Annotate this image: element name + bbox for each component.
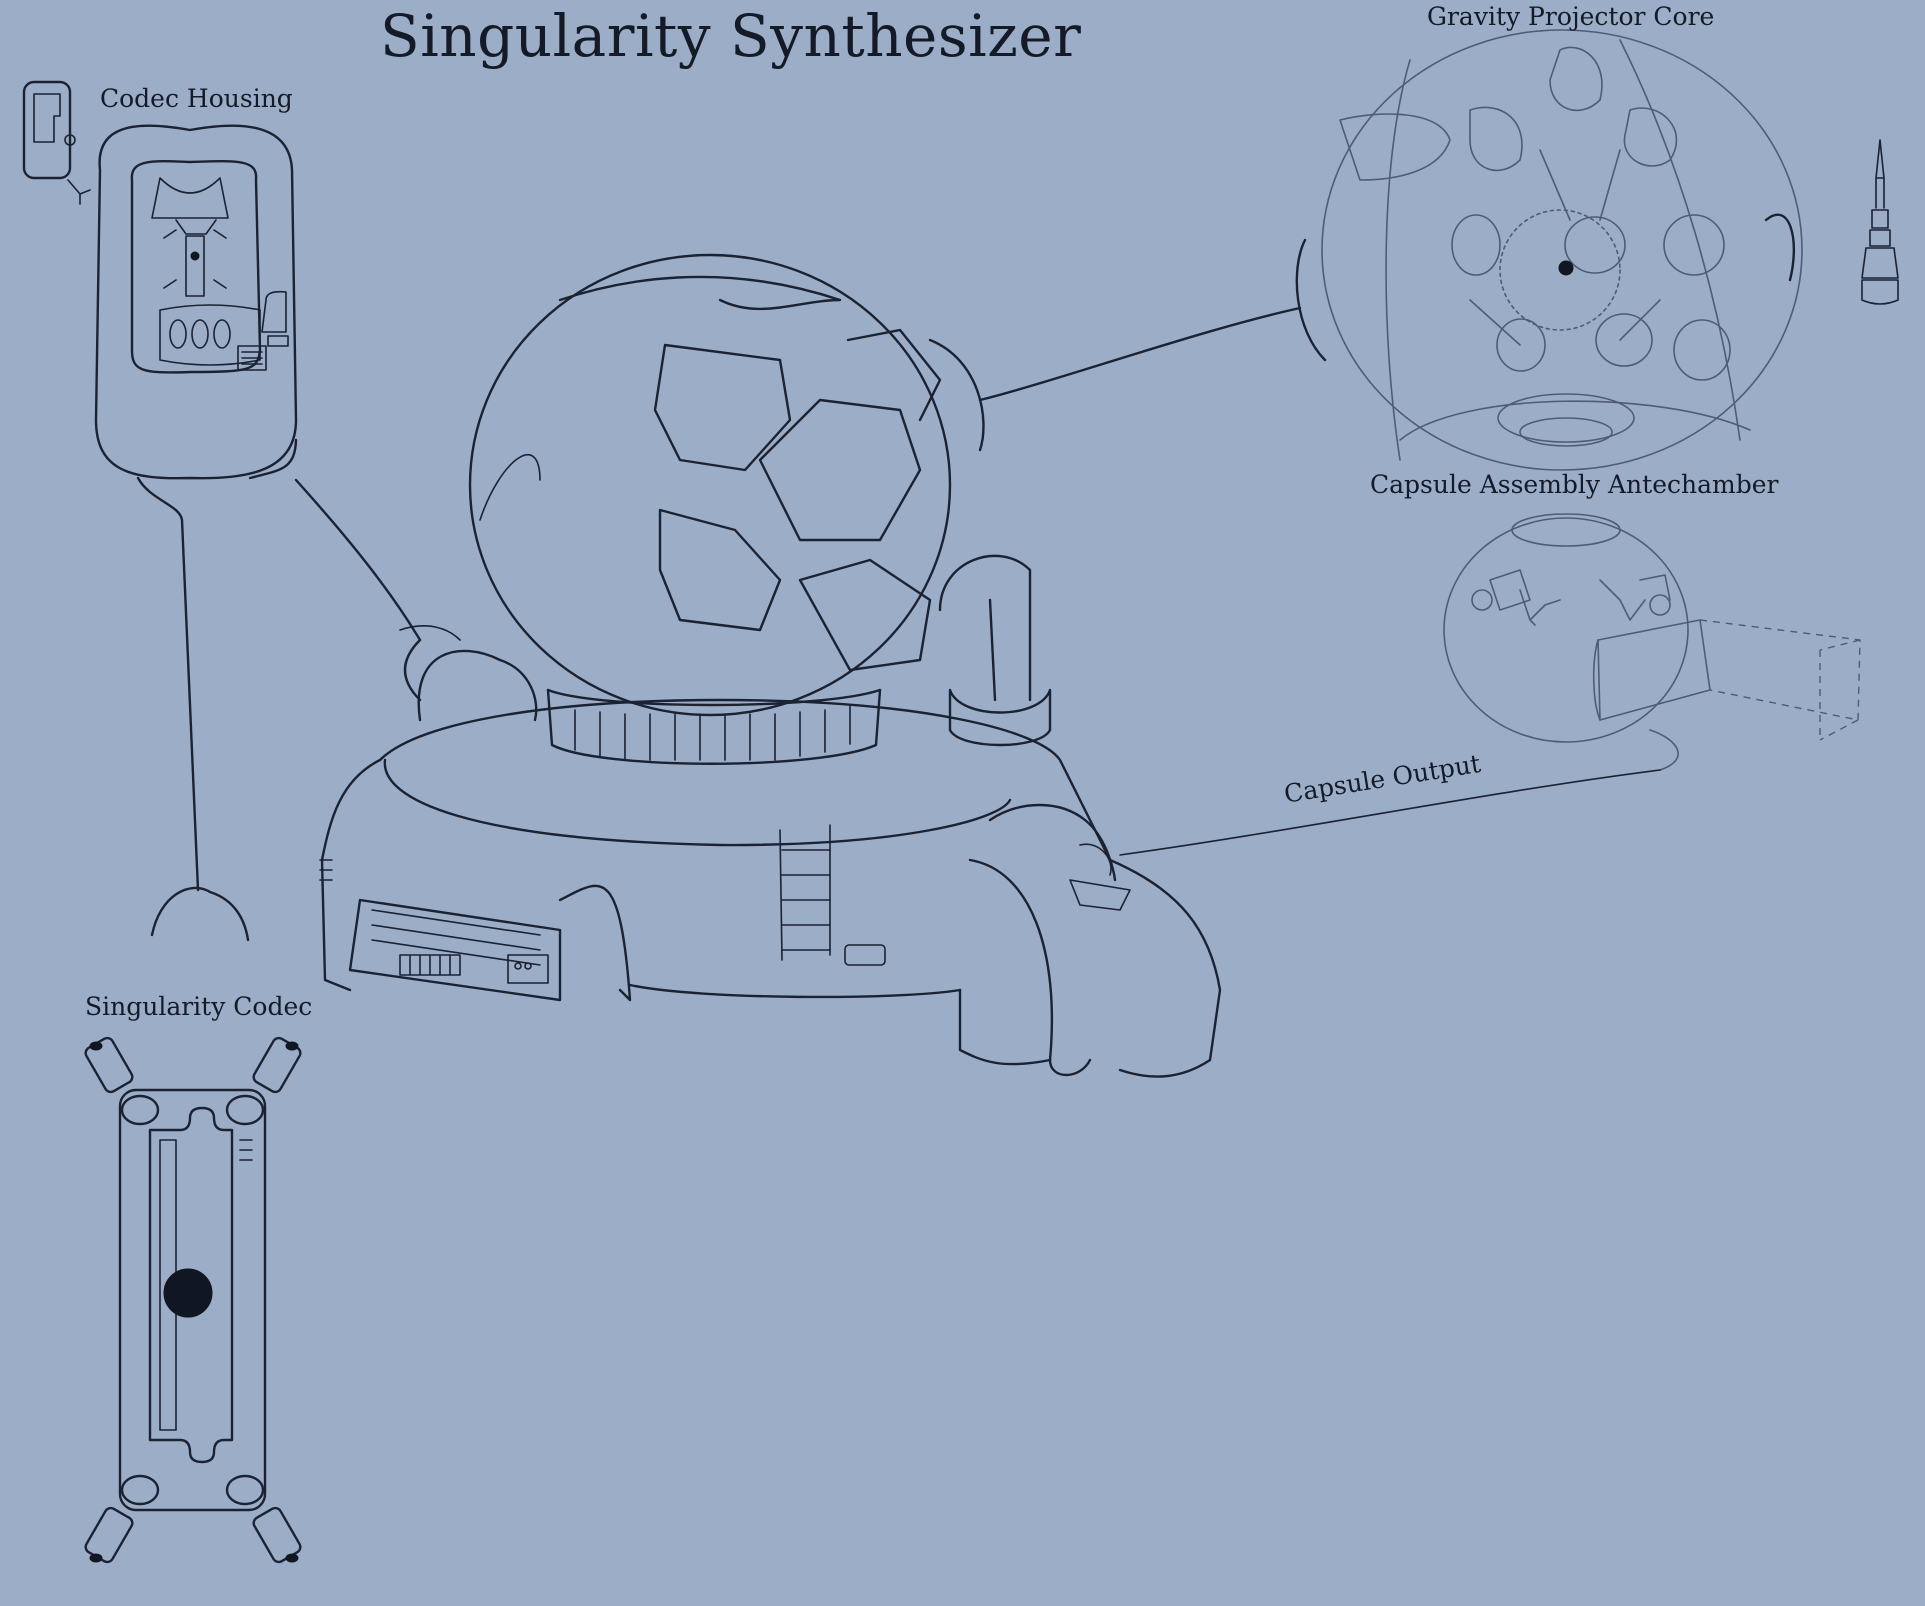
label-codec-housing: Codec Housing [100,84,293,113]
gravity-projector-core-drawing [1295,29,1803,471]
codec-housing-small-icon [22,80,91,205]
capsule-output-pointer [1119,769,1661,856]
label-capsule-assembly-antechamber: Capsule Assembly Antechamber [1370,470,1779,499]
label-gravity-projector-core: Gravity Projector Core [1427,2,1715,31]
codec-housing-drawing [94,124,298,522]
housing-to-machine-connector [294,478,422,642]
page-title: Singularity Synthesizer [380,2,1082,70]
housing-to-codec-connector [180,518,200,892]
codec-arc [150,886,250,942]
capsule-assembly-antechamber-drawing [1443,513,1861,771]
probe-icon [1861,139,1899,305]
singularity-codec-drawing [84,1036,302,1564]
label-singularity-codec: Singularity Codec [85,992,313,1021]
singularity-synthesizer-machine [319,253,1302,1078]
